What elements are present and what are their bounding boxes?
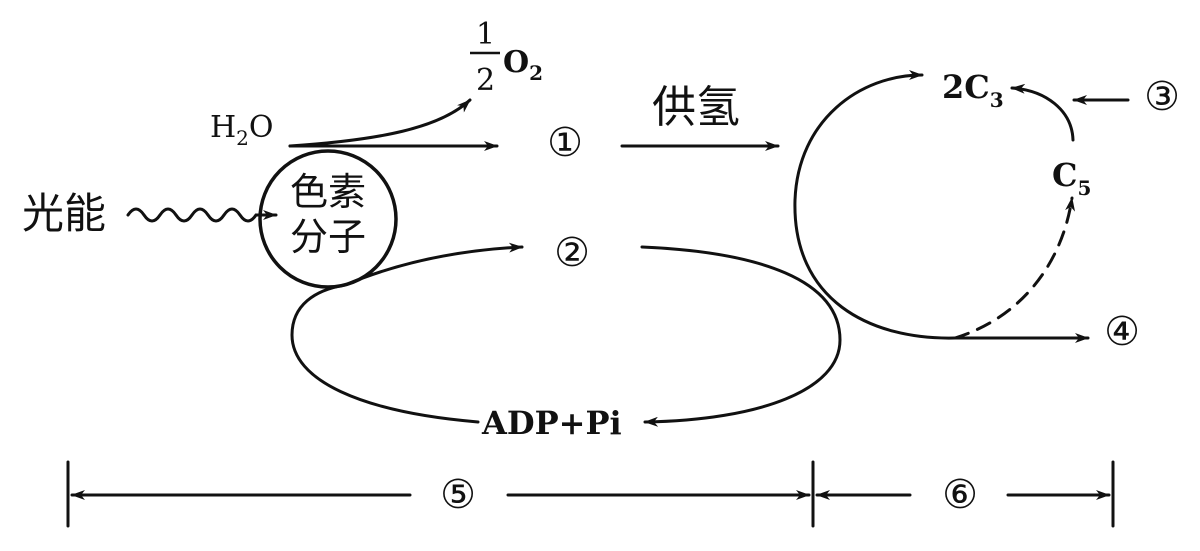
pigment-molecule-circle xyxy=(258,149,398,289)
supply-hydrogen-label: 供氢 xyxy=(652,82,740,133)
oxygen-fraction-numerator: 1 xyxy=(476,17,495,52)
label-2: ② xyxy=(554,230,590,276)
c5-label: C5 xyxy=(1052,156,1091,200)
label-4: ④ xyxy=(1104,309,1140,355)
adp-cycle-return-curve xyxy=(290,283,480,424)
pigment-label-line1: 色素 xyxy=(290,170,366,214)
label-3: ③ xyxy=(1144,74,1180,120)
label-6: ⑥ xyxy=(942,472,978,518)
regeneration-dashed-arrow xyxy=(953,196,1076,340)
pigment-to-2-arrow xyxy=(343,242,524,287)
light-energy-label: 光能 xyxy=(22,189,106,238)
c5-to-c3-arrow xyxy=(1010,83,1075,142)
light-wave-arrow xyxy=(126,207,278,223)
label-1: ① xyxy=(547,120,583,166)
pigment-label-line2: 分子 xyxy=(290,215,366,259)
atp-cycle-to-adp-arrow xyxy=(640,245,842,427)
water-label: H2O xyxy=(210,110,274,150)
c3-label: 2C3 xyxy=(942,68,1004,112)
oxygen-label: O2 xyxy=(503,45,543,85)
oxygen-fraction-denominator: 2 xyxy=(476,63,495,98)
adp-pi-label: ADP+Pi xyxy=(481,404,622,442)
label-5: ⑤ xyxy=(440,472,476,518)
water-to-oxygen-arrow xyxy=(288,98,472,148)
calvin-cycle-curve xyxy=(793,70,957,340)
